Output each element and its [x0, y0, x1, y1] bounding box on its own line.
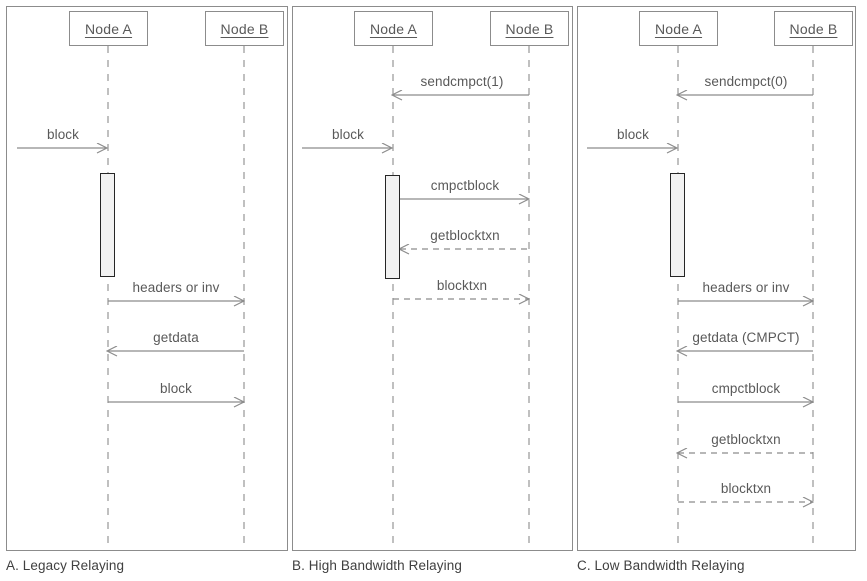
message-label-sendcmpct: sendcmpct(0): [704, 74, 788, 89]
message-label-block-out: block: [159, 381, 193, 396]
message-label-getblocktxn: getblocktxn: [430, 228, 500, 243]
lifeline-header-node-a-label: Node A: [654, 20, 703, 37]
activation-bar-node-a: [670, 173, 685, 277]
lifeline-header-node-b-label: Node B: [220, 20, 269, 37]
caption-panel-a: A. Legacy Relaying: [6, 558, 125, 573]
lifeline-header-node-b-label: Node B: [505, 20, 554, 37]
lifeline-header-node-a[interactable]: Node A: [69, 11, 148, 46]
lifeline-header-node-b[interactable]: Node B: [774, 11, 853, 46]
lifeline-header-node-a-label: Node A: [84, 20, 133, 37]
panel-b: Node A Node B sendcmpct(1) block cmpctbl…: [292, 6, 573, 551]
lifeline-header-node-b-label: Node B: [789, 20, 838, 37]
panel-a-canvas: [17, 46, 287, 543]
lifeline-header-node-b[interactable]: Node B: [205, 11, 284, 46]
message-label-getdata: getdata: [153, 330, 199, 345]
lifeline-header-node-a[interactable]: Node A: [354, 11, 433, 46]
panel-a: Node A Node B block headers or inv getda…: [6, 6, 288, 551]
message-label-blocktxn: blocktxn: [436, 278, 488, 293]
lifeline-header-node-a[interactable]: Node A: [639, 11, 718, 46]
message-label-sendcmpct: sendcmpct(1): [420, 74, 504, 89]
message-label-block-in: block: [331, 127, 365, 142]
message-label-getblocktxn: getblocktxn: [711, 432, 781, 447]
message-label-block-in: block: [616, 127, 650, 142]
message-label-block-in: block: [46, 127, 80, 142]
panel-c-canvas: [587, 46, 855, 543]
activation-bar-node-a: [100, 173, 115, 277]
message-label-blocktxn: blocktxn: [720, 481, 772, 496]
message-label-cmpctblock: cmpctblock: [430, 178, 500, 193]
message-label-headers-or-inv: headers or inv: [702, 280, 790, 295]
panel-b-canvas: [302, 46, 572, 543]
message-label-headers-or-inv: headers or inv: [132, 280, 220, 295]
activation-bar-node-a: [385, 175, 400, 279]
message-label-cmpctblock: cmpctblock: [711, 381, 781, 396]
lifeline-header-node-b[interactable]: Node B: [490, 11, 569, 46]
panel-c: Node A Node B sendcmpct(0) block headers…: [577, 6, 856, 551]
caption-panel-b: B. High Bandwidth Relaying: [292, 558, 462, 573]
lifeline-header-node-a-label: Node A: [369, 20, 418, 37]
message-label-getdata-cmpct: getdata (CMPCT): [692, 330, 800, 345]
caption-panel-c: C. Low Bandwidth Relaying: [577, 558, 745, 573]
